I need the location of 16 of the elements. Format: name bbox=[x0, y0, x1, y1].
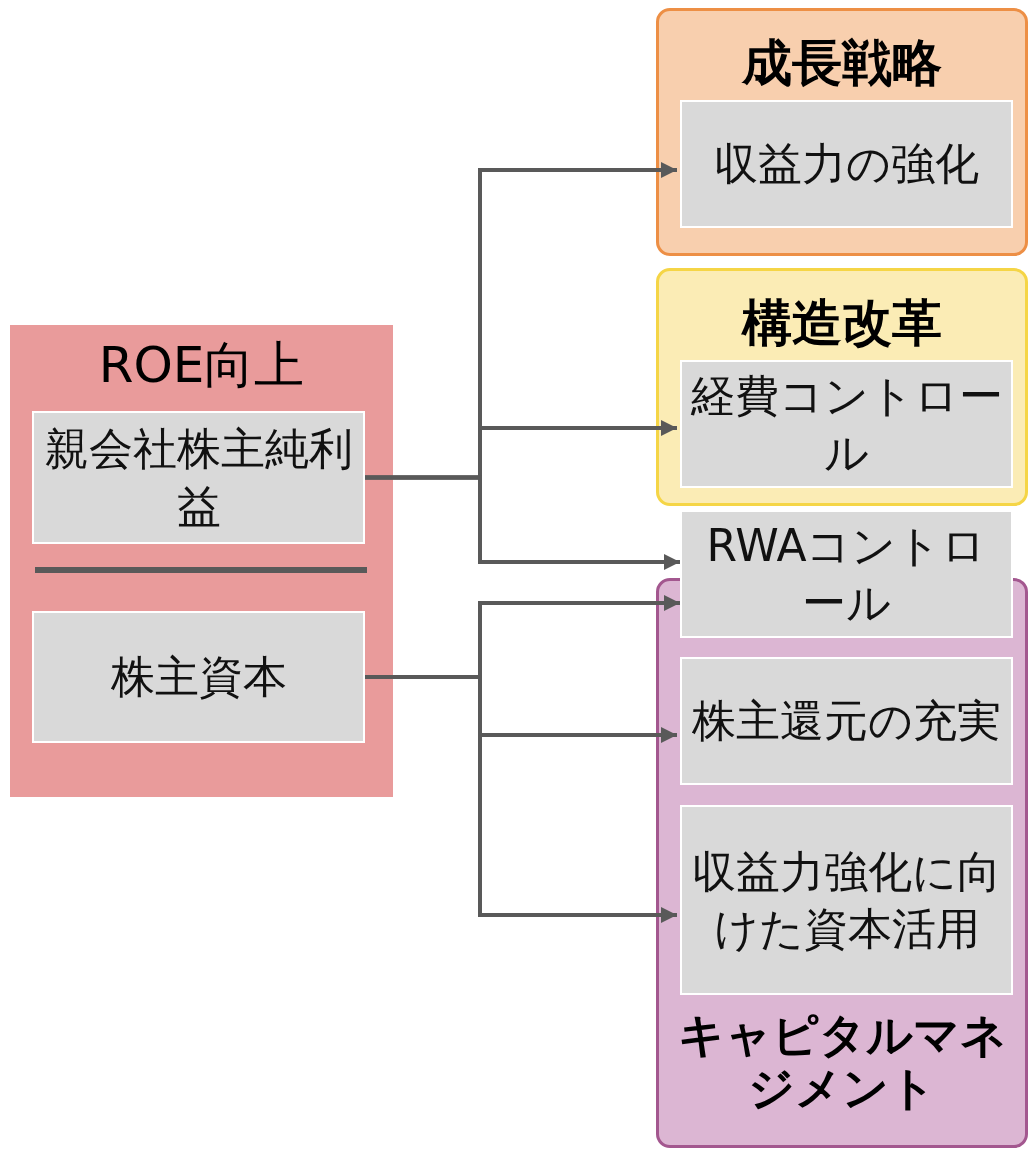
strategy-panel bbox=[656, 268, 1028, 506]
item-box: 株主還元の充実 bbox=[680, 657, 1013, 785]
panel-heading: ROE向上 bbox=[97, 335, 306, 395]
panel-heading: キャピタルマネジメント bbox=[676, 1009, 1008, 1115]
item-box: 収益力強化に向けた資本活用 bbox=[680, 805, 1013, 995]
target-panel bbox=[10, 325, 393, 797]
arrow bbox=[365, 475, 680, 570]
item-box: 株主資本 bbox=[32, 611, 365, 743]
strategy-panel bbox=[656, 8, 1028, 256]
item-box: RWAコントロール bbox=[680, 510, 1013, 638]
item-box: 収益力の強化 bbox=[680, 100, 1013, 228]
item-box: 親会社株主純利益 bbox=[32, 411, 365, 544]
panel-heading: 構造改革 bbox=[740, 293, 943, 353]
panel-heading: 成長戦略 bbox=[740, 33, 943, 93]
strategy-panel bbox=[656, 578, 1028, 1148]
item-box: 経費コントロール bbox=[680, 360, 1013, 488]
